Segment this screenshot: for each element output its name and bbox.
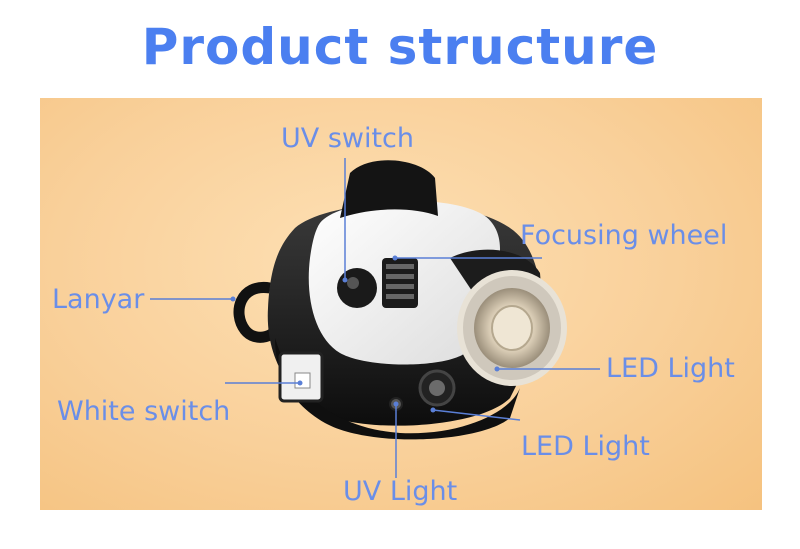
label-uv-light: UV Light <box>343 476 458 507</box>
focusing-wheel <box>382 258 418 308</box>
label-white-switch: White switch <box>57 396 231 427</box>
product-photo <box>40 98 762 510</box>
white-switch <box>278 351 324 403</box>
label-led-light-top: LED Light <box>606 353 735 384</box>
led-light-bottom-leader <box>432 409 521 421</box>
lens-assembly <box>457 270 567 386</box>
label-lanyard: Lanyar <box>52 284 145 315</box>
label-focusing-wheel: Focusing wheel <box>520 220 728 251</box>
page-title: Product structure <box>141 18 659 76</box>
led-light-bottom <box>418 369 456 407</box>
microscope-illustration <box>233 160 567 440</box>
uv-switch-button <box>337 268 377 308</box>
label-uv-switch: UV switch <box>281 123 415 154</box>
label-led-light-bottom: LED Light <box>521 431 650 462</box>
